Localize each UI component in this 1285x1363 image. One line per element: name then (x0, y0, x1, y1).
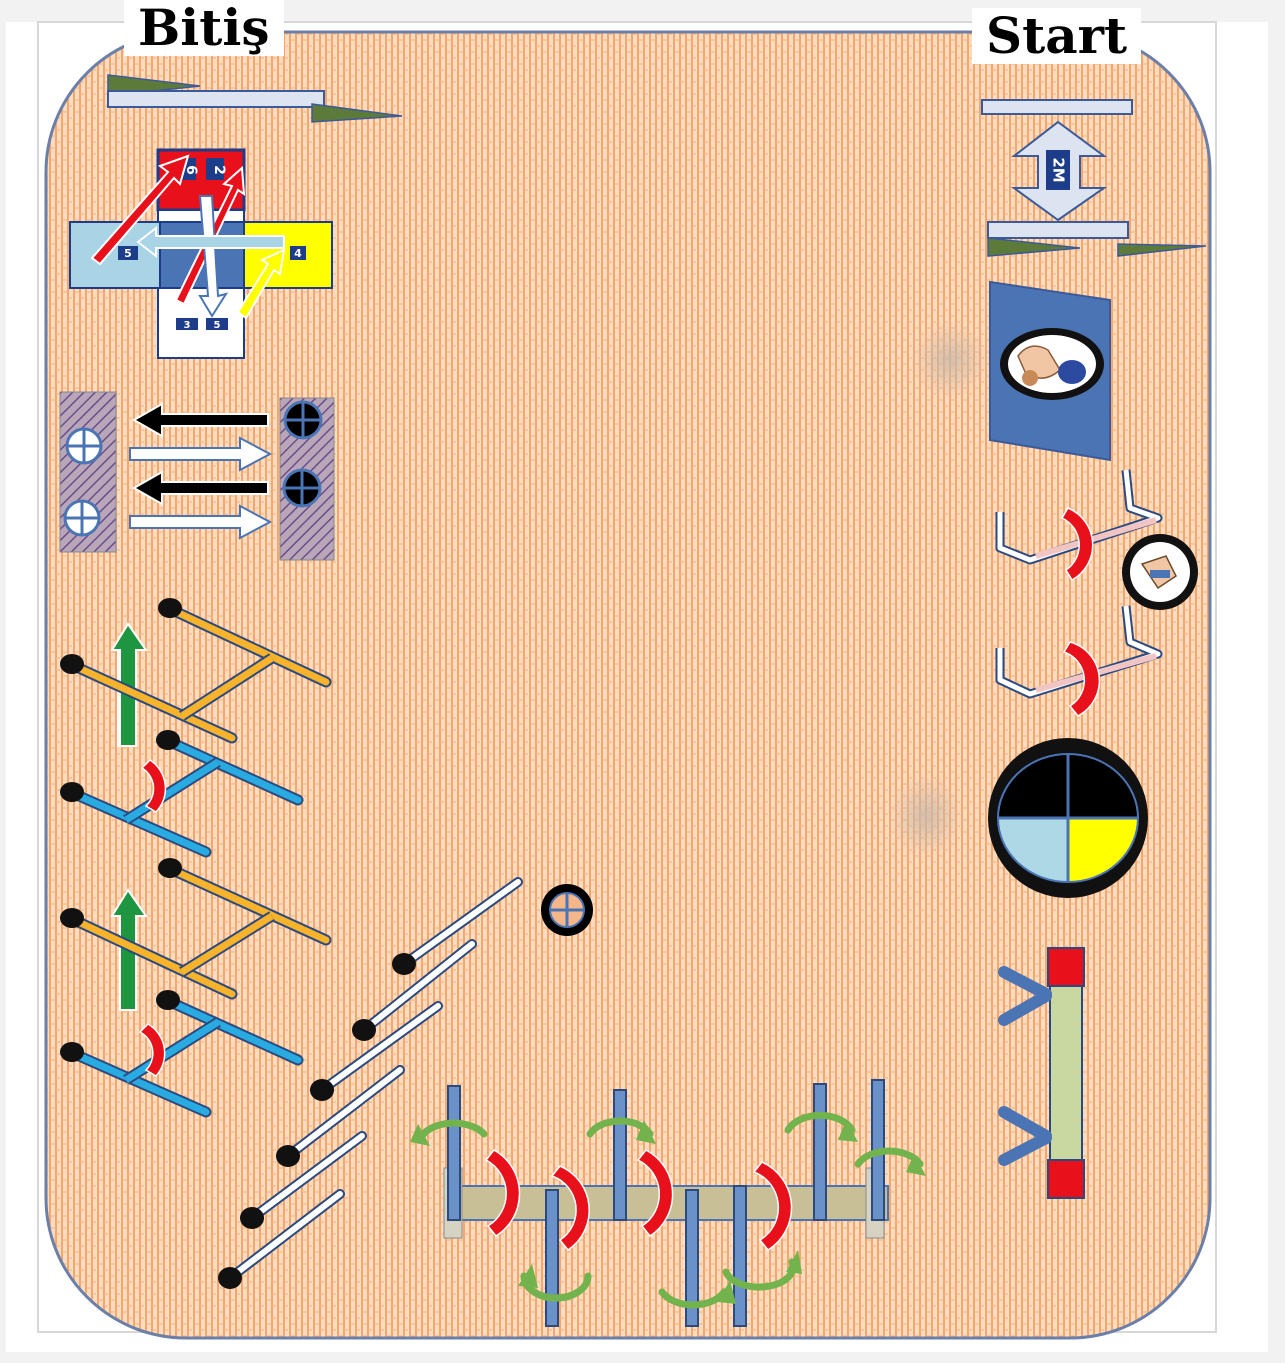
quadrant-circle-icon (988, 738, 1148, 898)
box-number-4: 4 (294, 247, 302, 260)
start-label: Start (972, 8, 1141, 64)
crosshair-icon (65, 501, 99, 535)
finish-label: Bitiş (124, 0, 284, 56)
forward-roll-icon (1000, 328, 1104, 400)
crosshair-icon (67, 429, 101, 463)
crosshair-icon (541, 884, 593, 936)
box-number-3: 5 (124, 247, 132, 260)
box-number-2: 2 (211, 165, 227, 175)
box-number-6: 5 (214, 320, 221, 331)
hurdle-jump-icon (1122, 534, 1198, 610)
crosshair-icon (285, 402, 321, 438)
gate-distance-label: 2M (1050, 157, 1068, 182)
box-number-5: 3 (184, 320, 191, 331)
crosshair-icon (284, 470, 320, 506)
